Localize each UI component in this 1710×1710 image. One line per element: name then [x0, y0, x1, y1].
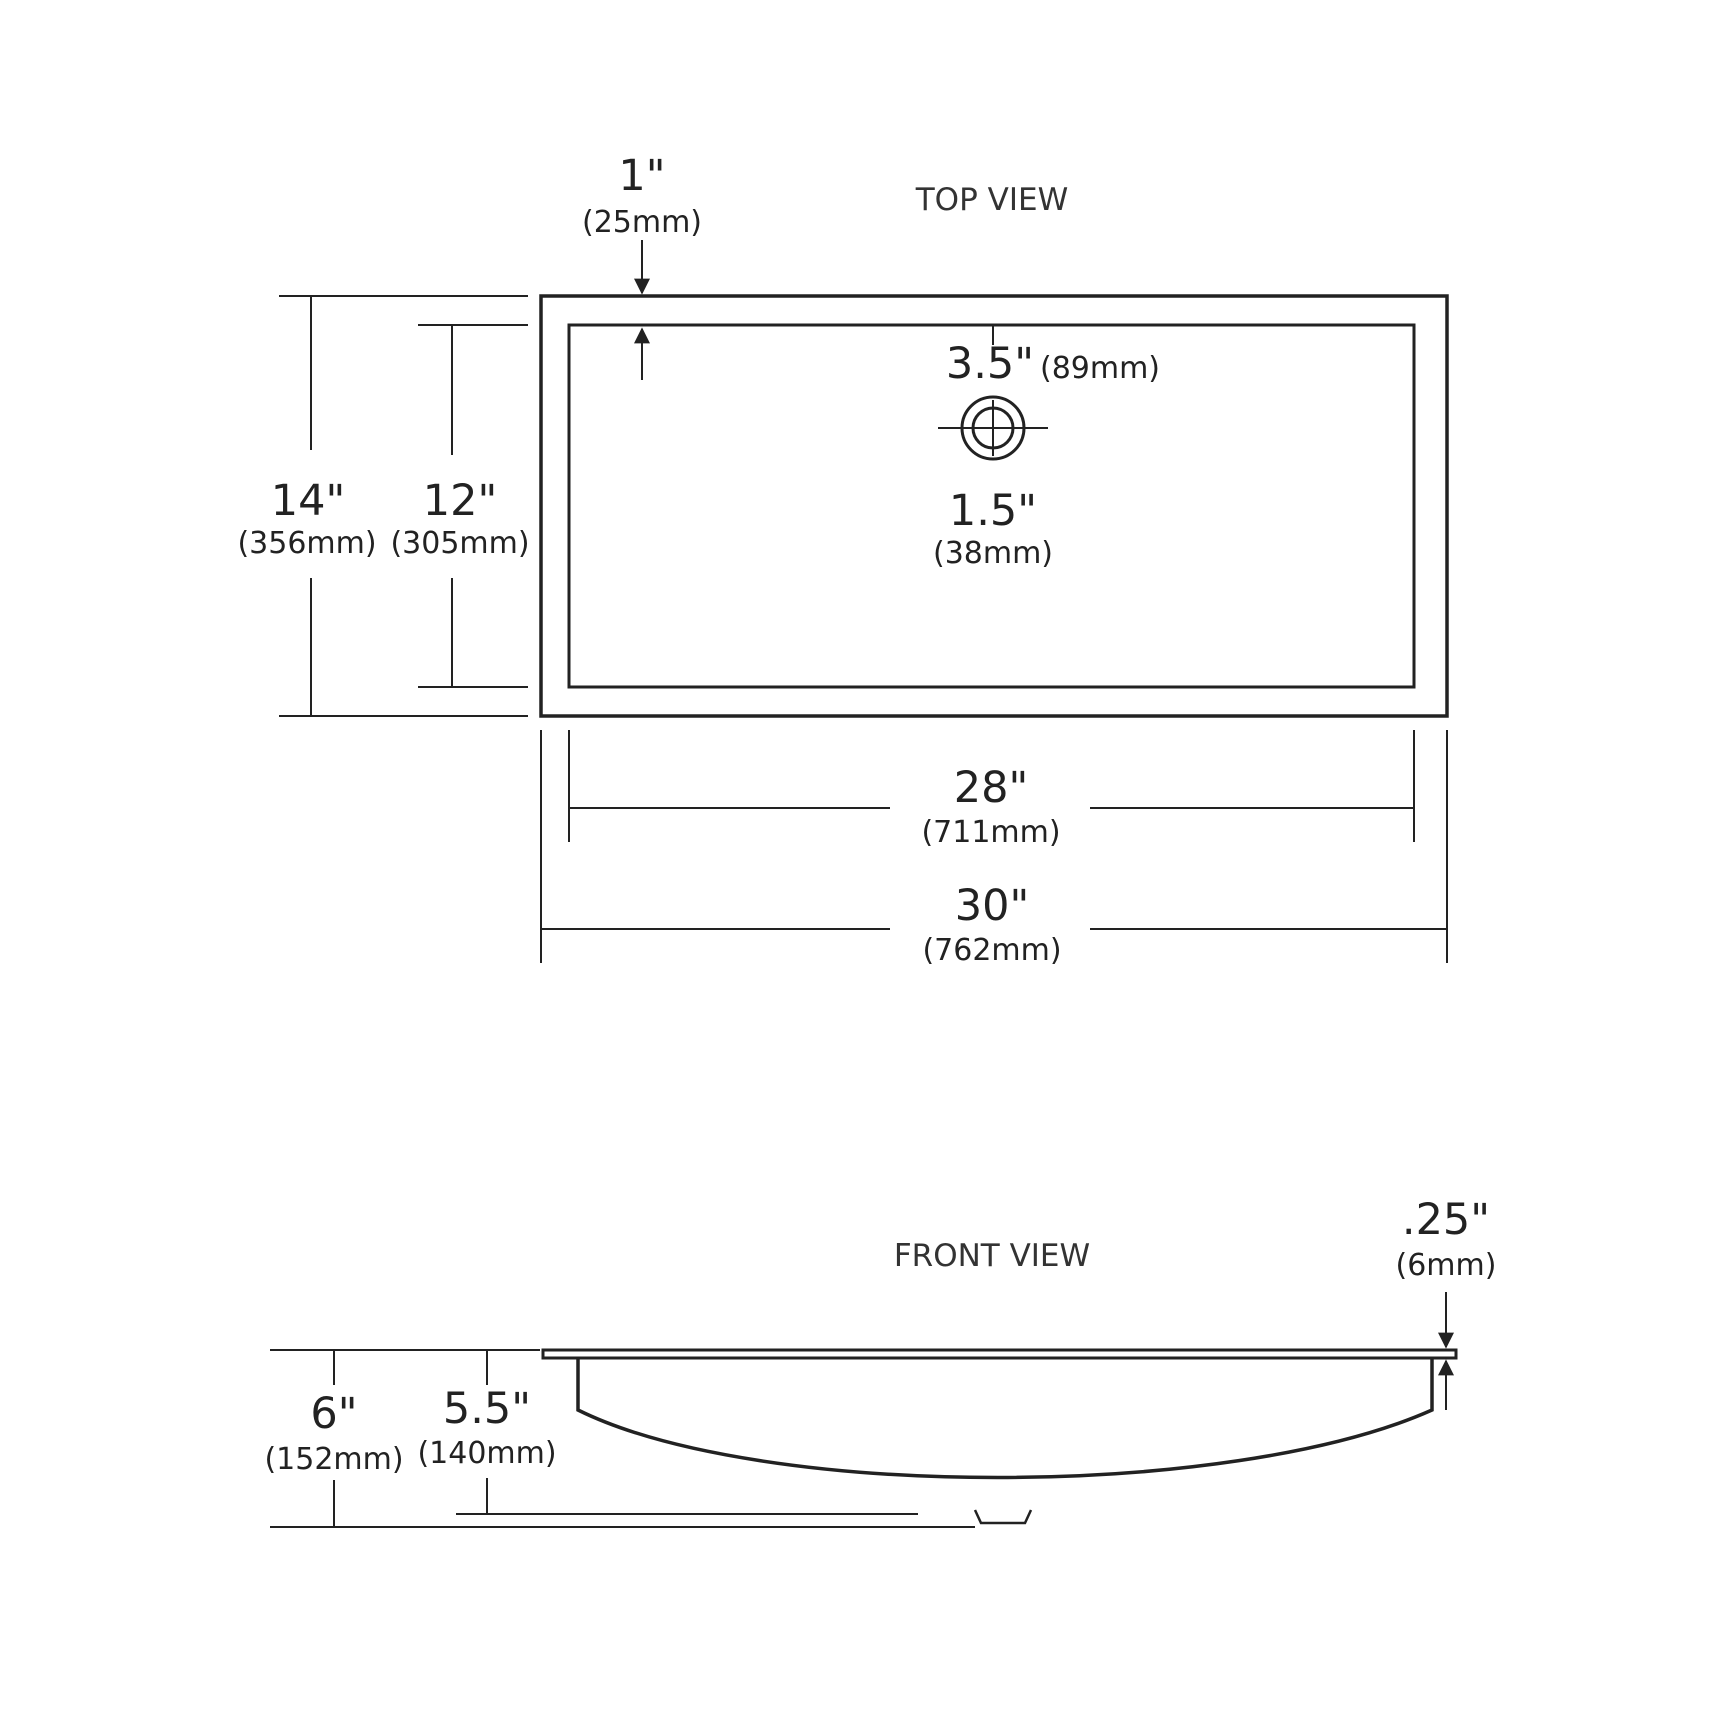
inner-length-inches: 28" [954, 763, 1029, 813]
drain-offset-inches: 3.5" [946, 339, 1034, 389]
bowl-height-mm: (140mm) [417, 1436, 556, 1471]
front-view: FRONT VIEW .25" (6mm) 6" (152mm) 5.5" (1… [264, 1195, 1497, 1528]
outer-depth-inches: 14" [271, 476, 346, 526]
top-view-title: TOP VIEW [915, 182, 1068, 218]
inner-depth-mm: (305mm) [390, 526, 529, 561]
inner-basin-outline [567, 323, 1416, 689]
inner-length-mm: (711mm) [921, 815, 1060, 850]
drain-offset-mm: (89mm) [1040, 351, 1160, 386]
total-height-inches: 6" [310, 1389, 357, 1439]
outer-length-inches: 30" [955, 881, 1030, 931]
flange-thickness-inches: .25" [1402, 1195, 1490, 1245]
rim-width-mm: (25mm) [582, 205, 702, 240]
sink-profile [541, 1348, 1458, 1525]
total-height-mm: (152mm) [264, 1442, 403, 1477]
drain-diameter-mm: (38mm) [933, 536, 1053, 571]
drain-diameter-inches: 1.5" [949, 486, 1037, 536]
outer-length-mm: (762mm) [922, 933, 1061, 968]
flange-thickness-mm: (6mm) [1396, 1248, 1497, 1283]
bowl-height-inches: 5.5" [443, 1384, 531, 1434]
top-view: TOP VIEW 1" (25mm) 3.5" (89mm) 1.5" (38m… [237, 151, 1449, 968]
front-view-title: FRONT VIEW [894, 1238, 1090, 1274]
outer-depth-mm: (356mm) [237, 526, 376, 561]
drain-icon [938, 325, 1048, 461]
rim-width-inches: 1" [618, 151, 665, 201]
outer-rim-outline [539, 294, 1449, 718]
inner-depth-inches: 12" [423, 476, 498, 526]
